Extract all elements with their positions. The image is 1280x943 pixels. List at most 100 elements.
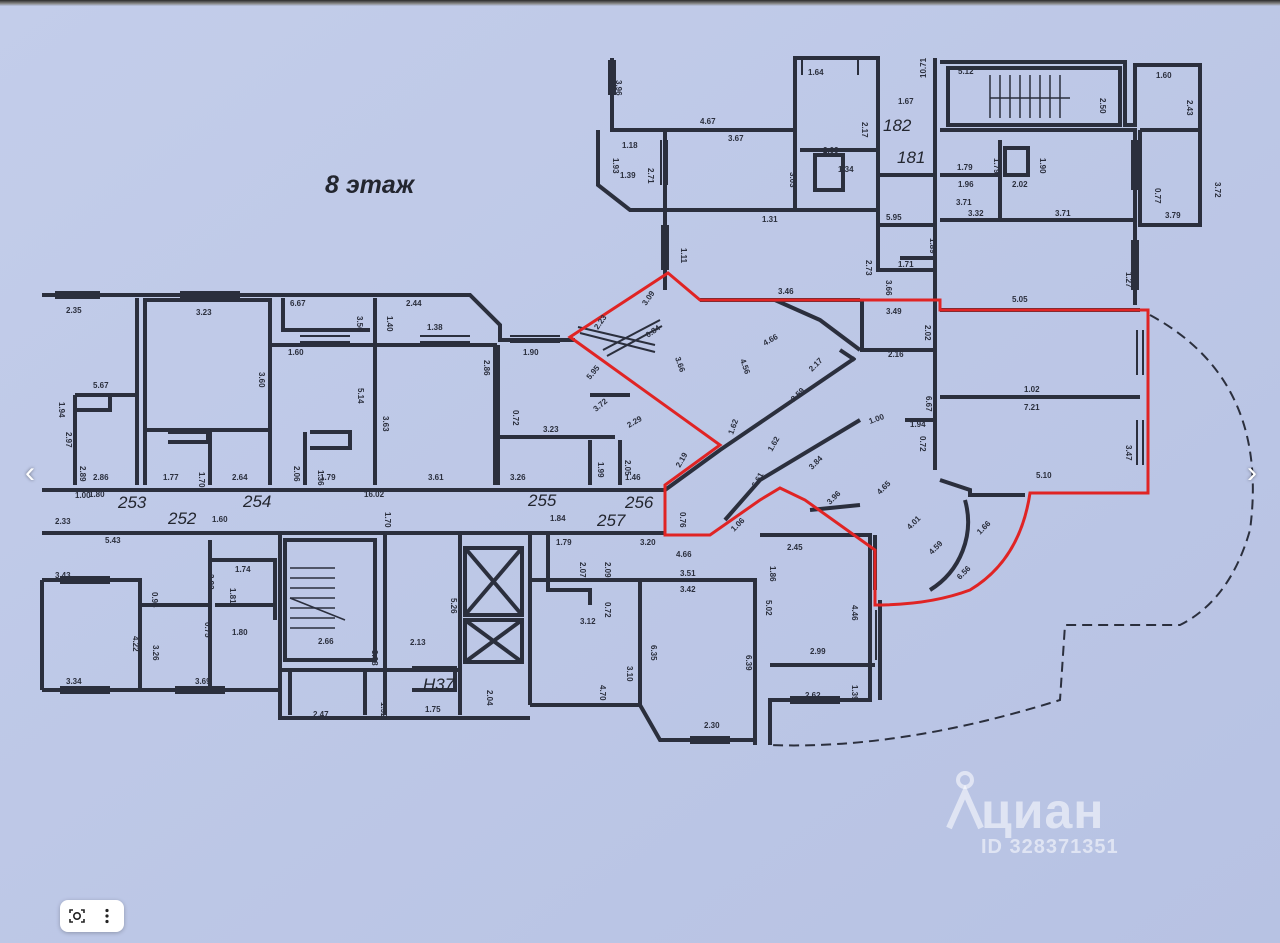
dimension-label: 1.60 <box>212 515 228 524</box>
unit-number: 252 <box>167 509 197 528</box>
dimension-label: 3.72 <box>1213 182 1222 198</box>
dimension-label: 3.43 <box>55 571 71 580</box>
dimension-label: 3.47 <box>1124 445 1133 461</box>
dimension-label: 1.02 <box>1024 385 1040 394</box>
dimension-label: 6.39 <box>744 655 753 671</box>
balcony-outline <box>769 314 1254 747</box>
dimension-label: 5.95 <box>886 213 902 222</box>
dimension-label: 2.45 <box>787 543 803 552</box>
dimension-label: 2.47 <box>313 710 329 719</box>
more-options-button[interactable] <box>96 905 118 927</box>
floor-title: 8 этаж <box>325 171 416 199</box>
location-pin-icon <box>946 771 984 830</box>
plan-windows <box>55 58 1144 744</box>
dimension-label: 7.21 <box>1024 403 1040 412</box>
dimension-label: 3.26 <box>151 645 160 661</box>
dimension-label: 2.16 <box>888 350 904 359</box>
dimension-label: 1.39 <box>620 171 636 180</box>
dimension-label: 2.33 <box>55 517 71 526</box>
dimension-label: 4.46 <box>850 605 859 621</box>
dimension-label: 3.23 <box>543 425 559 434</box>
unit-number: Н37 <box>423 675 455 694</box>
dimension-label: 2.86 <box>93 473 109 482</box>
dimension-label: 2.02 <box>1012 180 1028 189</box>
dimension-label: 2.73 <box>864 260 873 276</box>
dimension-label: 4.70 <box>598 685 607 701</box>
dimension-label: 1.60 <box>1156 71 1172 80</box>
cian-watermark: циан ID 328371351 <box>945 770 1185 870</box>
dimension-label: 4.66 <box>676 550 692 559</box>
dimension-label: 3.20 <box>640 538 656 547</box>
dimension-label: 5.05 <box>1012 295 1028 304</box>
dimension-label: 3.32 <box>968 209 984 218</box>
dimension-label: 1.89 <box>928 238 937 254</box>
dimension-label: 1.34 <box>838 165 854 174</box>
dimension-label: 2.44 <box>406 299 422 308</box>
dimension-label: 2.50 <box>1098 98 1107 114</box>
dimension-label: 3.03 <box>788 172 797 188</box>
dimension-label: 2.43 <box>1185 100 1194 116</box>
dimension-label: 2.06 <box>292 466 301 482</box>
dimension-label: 2.86 <box>482 360 491 376</box>
dimension-label: 1.93 <box>611 158 620 174</box>
dimension-label: 6.67 <box>924 396 933 412</box>
dimension-label: 3.67 <box>728 134 744 143</box>
dimension-label: 3.12 <box>580 617 596 626</box>
dimension-label: 1.38 <box>427 323 443 332</box>
dimension-label: 2.07 <box>578 562 587 578</box>
dimension-label: 1.40 <box>385 316 394 332</box>
dimension-label: 2.97 <box>64 432 73 448</box>
dimension-label: 2.64 <box>232 473 248 482</box>
dimension-label: 1.00 <box>75 491 91 500</box>
next-photo-button[interactable]: › <box>1234 455 1270 491</box>
watermark-brand: циан <box>981 783 1105 839</box>
dimension-label: 1.79 <box>556 538 572 547</box>
dimension-label: 1.86 <box>768 566 777 582</box>
unit-number: 181 <box>897 148 925 167</box>
dimension-label: 1.46 <box>625 473 641 482</box>
dimension-label: 1.36 <box>316 470 325 486</box>
dimension-label: 4.22 <box>131 636 140 652</box>
dimension-label: 3.49 <box>886 307 902 316</box>
dimension-label: 1.70 <box>383 512 392 528</box>
watermark-listing-id: ID 328371351 <box>981 836 1119 858</box>
dimension-label: 3.08 <box>370 650 379 666</box>
dimension-label: 1.79 <box>992 158 1001 174</box>
dimension-label: 1.81 <box>228 588 237 604</box>
dimension-label: 1.71 <box>898 260 914 269</box>
dimension-label: 1.64 <box>808 68 824 77</box>
image-search-button[interactable] <box>66 905 88 927</box>
dimension-label: 4.67 <box>700 117 716 126</box>
dimension-label: 1.80 <box>232 628 248 637</box>
dimension-label: 2.02 <box>923 325 932 341</box>
dimension-label: 2.17 <box>860 122 869 138</box>
dimension-label: 1.67 <box>898 97 914 106</box>
dimension-label: 0.72 <box>511 410 520 426</box>
dimension-label: 3.10 <box>625 666 634 682</box>
dimension-label: 0.72 <box>603 602 612 618</box>
dimension-label: 2.30 <box>704 721 720 730</box>
dimension-label: 5.67 <box>93 381 109 390</box>
dimension-label: 3.71 <box>956 198 972 207</box>
dimension-label: 3.56 <box>355 316 364 332</box>
dimension-label: 1.94 <box>910 420 926 429</box>
dimension-label: 1.90 <box>1038 158 1047 174</box>
highlighted-unit-outline <box>567 271 1150 607</box>
dimension-label: 3.63 <box>381 416 390 432</box>
dimension-label: 5.12 <box>958 67 974 76</box>
dimension-label: 0.72 <box>918 436 927 452</box>
dimension-label: 3.96 <box>614 80 623 96</box>
unit-number: 255 <box>527 491 557 510</box>
dimension-label: 1.94 <box>57 402 66 418</box>
dimension-label: 1.39 <box>850 685 859 701</box>
dimension-label: 1.60 <box>288 348 304 357</box>
previous-photo-button[interactable]: ‹ <box>12 455 48 491</box>
plan-walls <box>40 56 1202 745</box>
dimension-label: 2.62 <box>805 691 821 700</box>
dimension-label: 2.99 <box>810 647 826 656</box>
dimension-label: 1.90 <box>523 348 539 357</box>
dimension-label: 3.51 <box>680 569 696 578</box>
dimension-label: 1.80 <box>89 490 105 499</box>
